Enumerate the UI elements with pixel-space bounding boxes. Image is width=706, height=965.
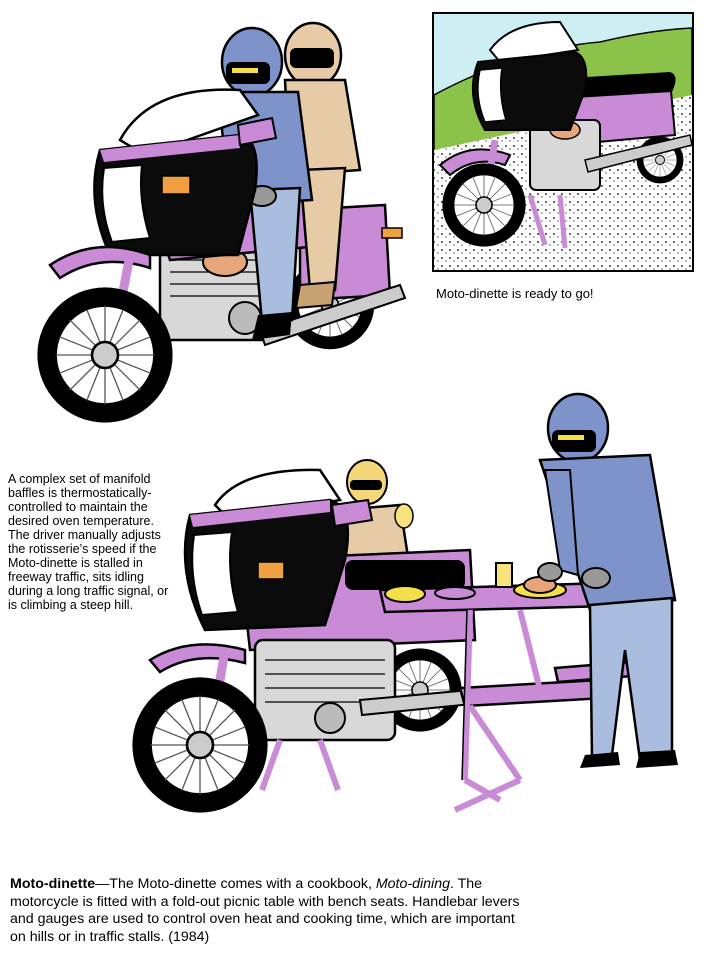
side-note: A complex set of manifold baffles is the… xyxy=(8,472,180,612)
illustration xyxy=(36,12,694,814)
inset-panel xyxy=(432,12,694,272)
caption-text: The Moto-dinette comes with a cookbook, xyxy=(109,876,376,892)
caption-book-title: Moto-dining xyxy=(375,876,450,892)
side-note-paragraph: A complex set of manifold baffles is the… xyxy=(8,472,154,528)
dinette-scene-illustration xyxy=(131,392,678,814)
caption-dash: — xyxy=(95,876,110,892)
riding-motorcycle-illustration xyxy=(36,21,407,424)
caption-text: . The motorcycle is fitted with a fold-o… xyxy=(10,876,520,945)
inset-caption: Moto-dinette is ready to go! xyxy=(436,286,594,301)
caption-title: Moto-dinette xyxy=(10,876,96,892)
side-note-paragraph: The driver manually adjusts the rotisser… xyxy=(8,528,169,612)
main-caption: Moto-dinette—The Moto-dinette comes with… xyxy=(10,876,530,946)
